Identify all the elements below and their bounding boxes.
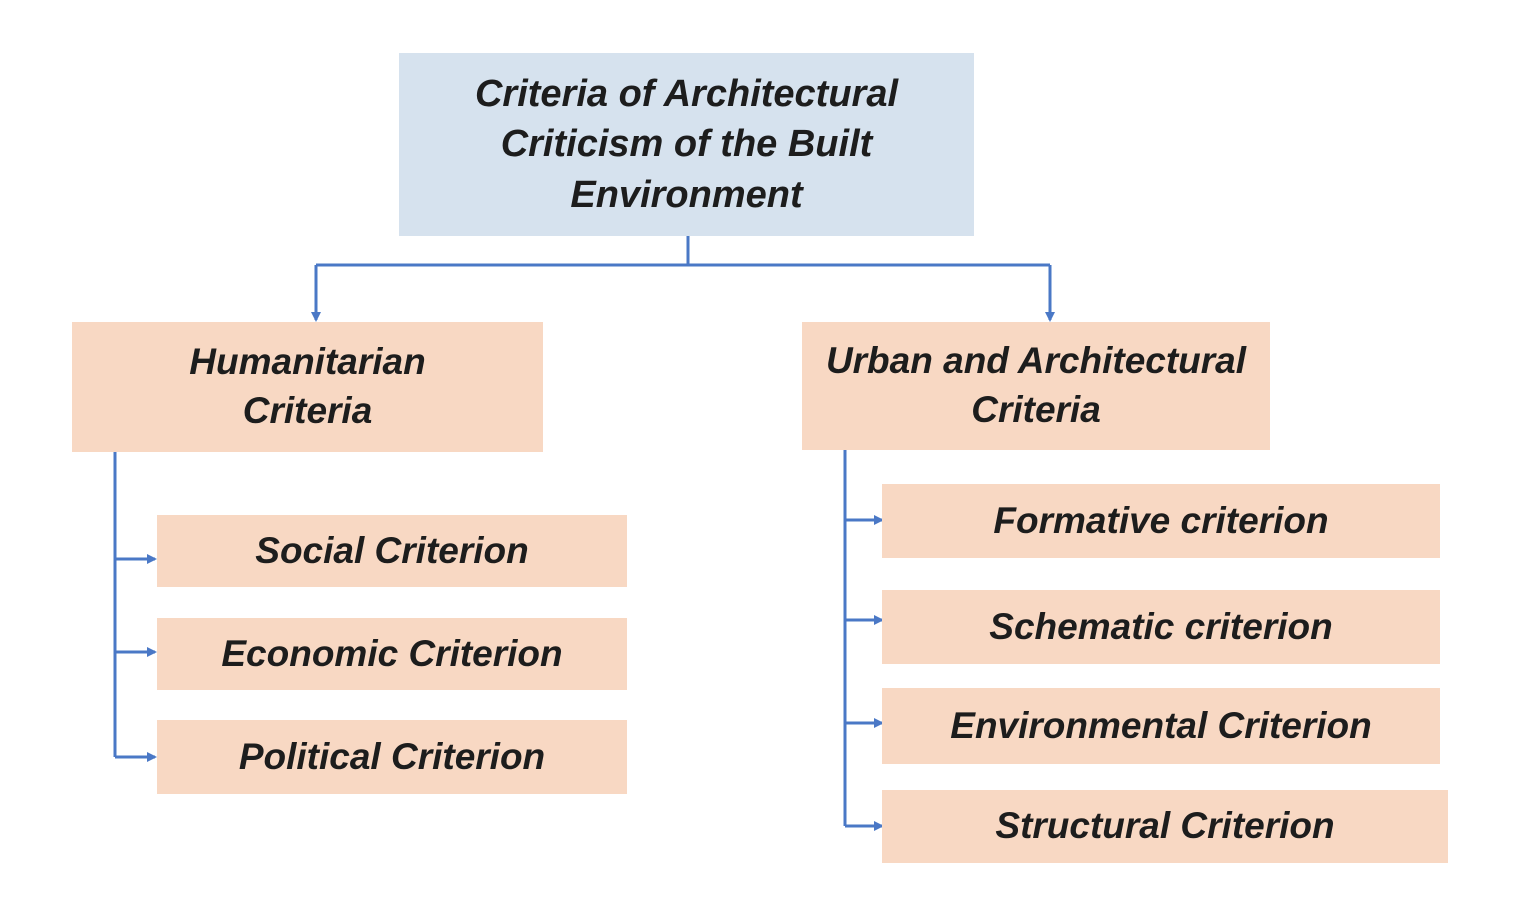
- leaf-node-economic: Economic Criterion: [157, 618, 627, 690]
- leaf-label: Structural Criterion: [995, 805, 1335, 847]
- leaf-node-schematic: Schematic criterion: [882, 590, 1440, 664]
- leaf-node-social: Social Criterion: [157, 515, 627, 587]
- leaf-label: Social Criterion: [255, 529, 529, 571]
- leaf-label: Schematic criterion: [989, 605, 1333, 647]
- leaf-label: Political Criterion: [238, 735, 546, 777]
- leaf-label: Formative criterion: [993, 499, 1329, 541]
- category-label: Humanitarian Criteria: [189, 341, 426, 431]
- leaf-node-environmental: Environmental Criterion: [882, 688, 1440, 764]
- leaf-label: Environmental Criterion: [950, 704, 1372, 746]
- leaf-node-formative: Formative criterion: [882, 484, 1440, 558]
- category-node-urban-architectural: Urban and Architectural Criteria: [802, 322, 1270, 450]
- leaf-node-political: Political Criterion: [157, 720, 627, 794]
- leaf-node-structural: Structural Criterion: [882, 790, 1448, 863]
- root-node: Criteria of Architectural Criticism of t…: [399, 53, 974, 236]
- root-node-label: Criteria of Architectural Criticism of t…: [474, 73, 899, 216]
- category-node-humanitarian: Humanitarian Criteria: [72, 322, 543, 452]
- category-label: Urban and Architectural Criteria: [825, 340, 1247, 430]
- leaf-label: Economic Criterion: [221, 632, 563, 674]
